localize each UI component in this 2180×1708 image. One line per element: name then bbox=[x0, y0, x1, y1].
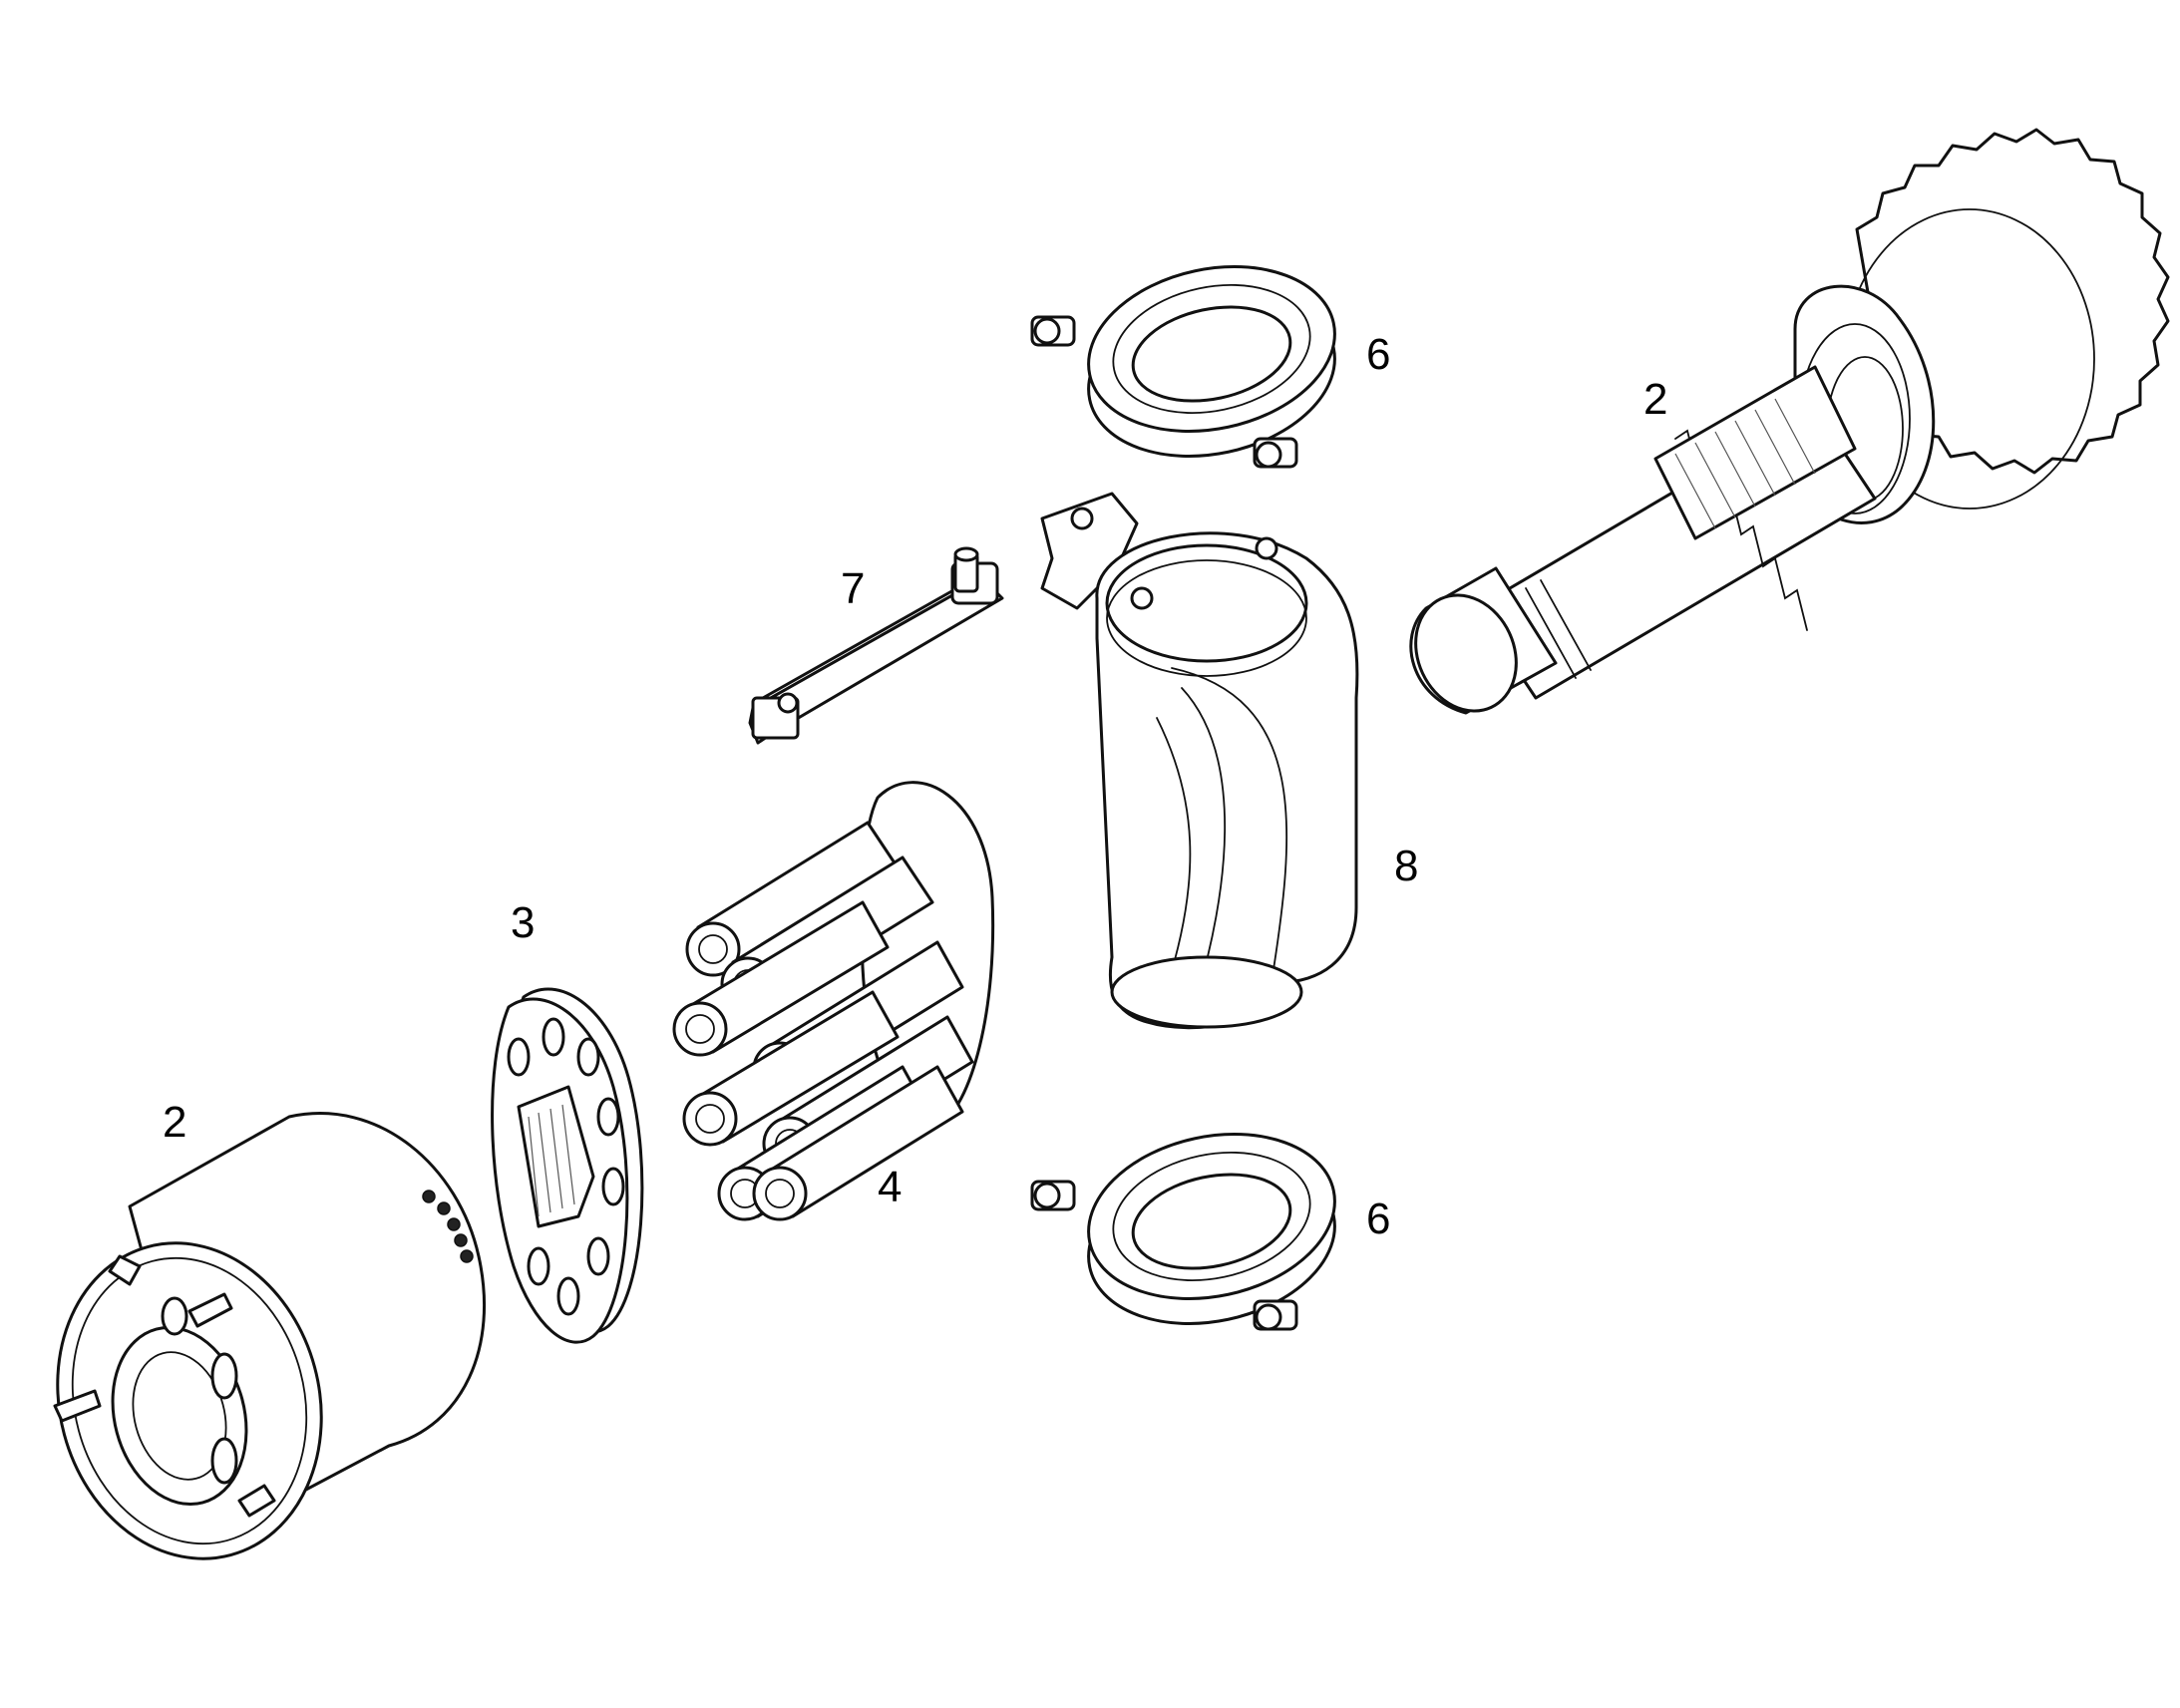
callout-pistons: 4 bbox=[878, 1163, 902, 1211]
callout-drive-shaft: 2 bbox=[1643, 375, 1667, 424]
yoke-top-cap bbox=[1105, 543, 1308, 663]
bearing-top bbox=[1030, 265, 1336, 469]
drive-shaft-assembly bbox=[1409, 128, 2170, 715]
bearing-bottom bbox=[1030, 1133, 1336, 1331]
shaft-end-face bbox=[1414, 593, 1518, 713]
valve-plate bbox=[491, 987, 644, 1344]
piston-set bbox=[672, 781, 995, 1221]
callout-link-arm: 7 bbox=[841, 564, 865, 613]
shaft-spline-block bbox=[1653, 365, 1857, 540]
yoke bbox=[1040, 492, 1359, 1030]
callout-yoke: 8 bbox=[1394, 842, 1418, 890]
yoke-body bbox=[1095, 531, 1359, 1030]
cylinder-block bbox=[53, 1112, 487, 1560]
callout-bearing-bottom: 6 bbox=[1366, 1195, 1390, 1243]
link-arm bbox=[748, 546, 1004, 745]
callout-valve-plate: 3 bbox=[511, 898, 535, 947]
callout-bearing-top: 6 bbox=[1366, 330, 1390, 379]
callout-cylinder-block: 2 bbox=[163, 1098, 186, 1147]
